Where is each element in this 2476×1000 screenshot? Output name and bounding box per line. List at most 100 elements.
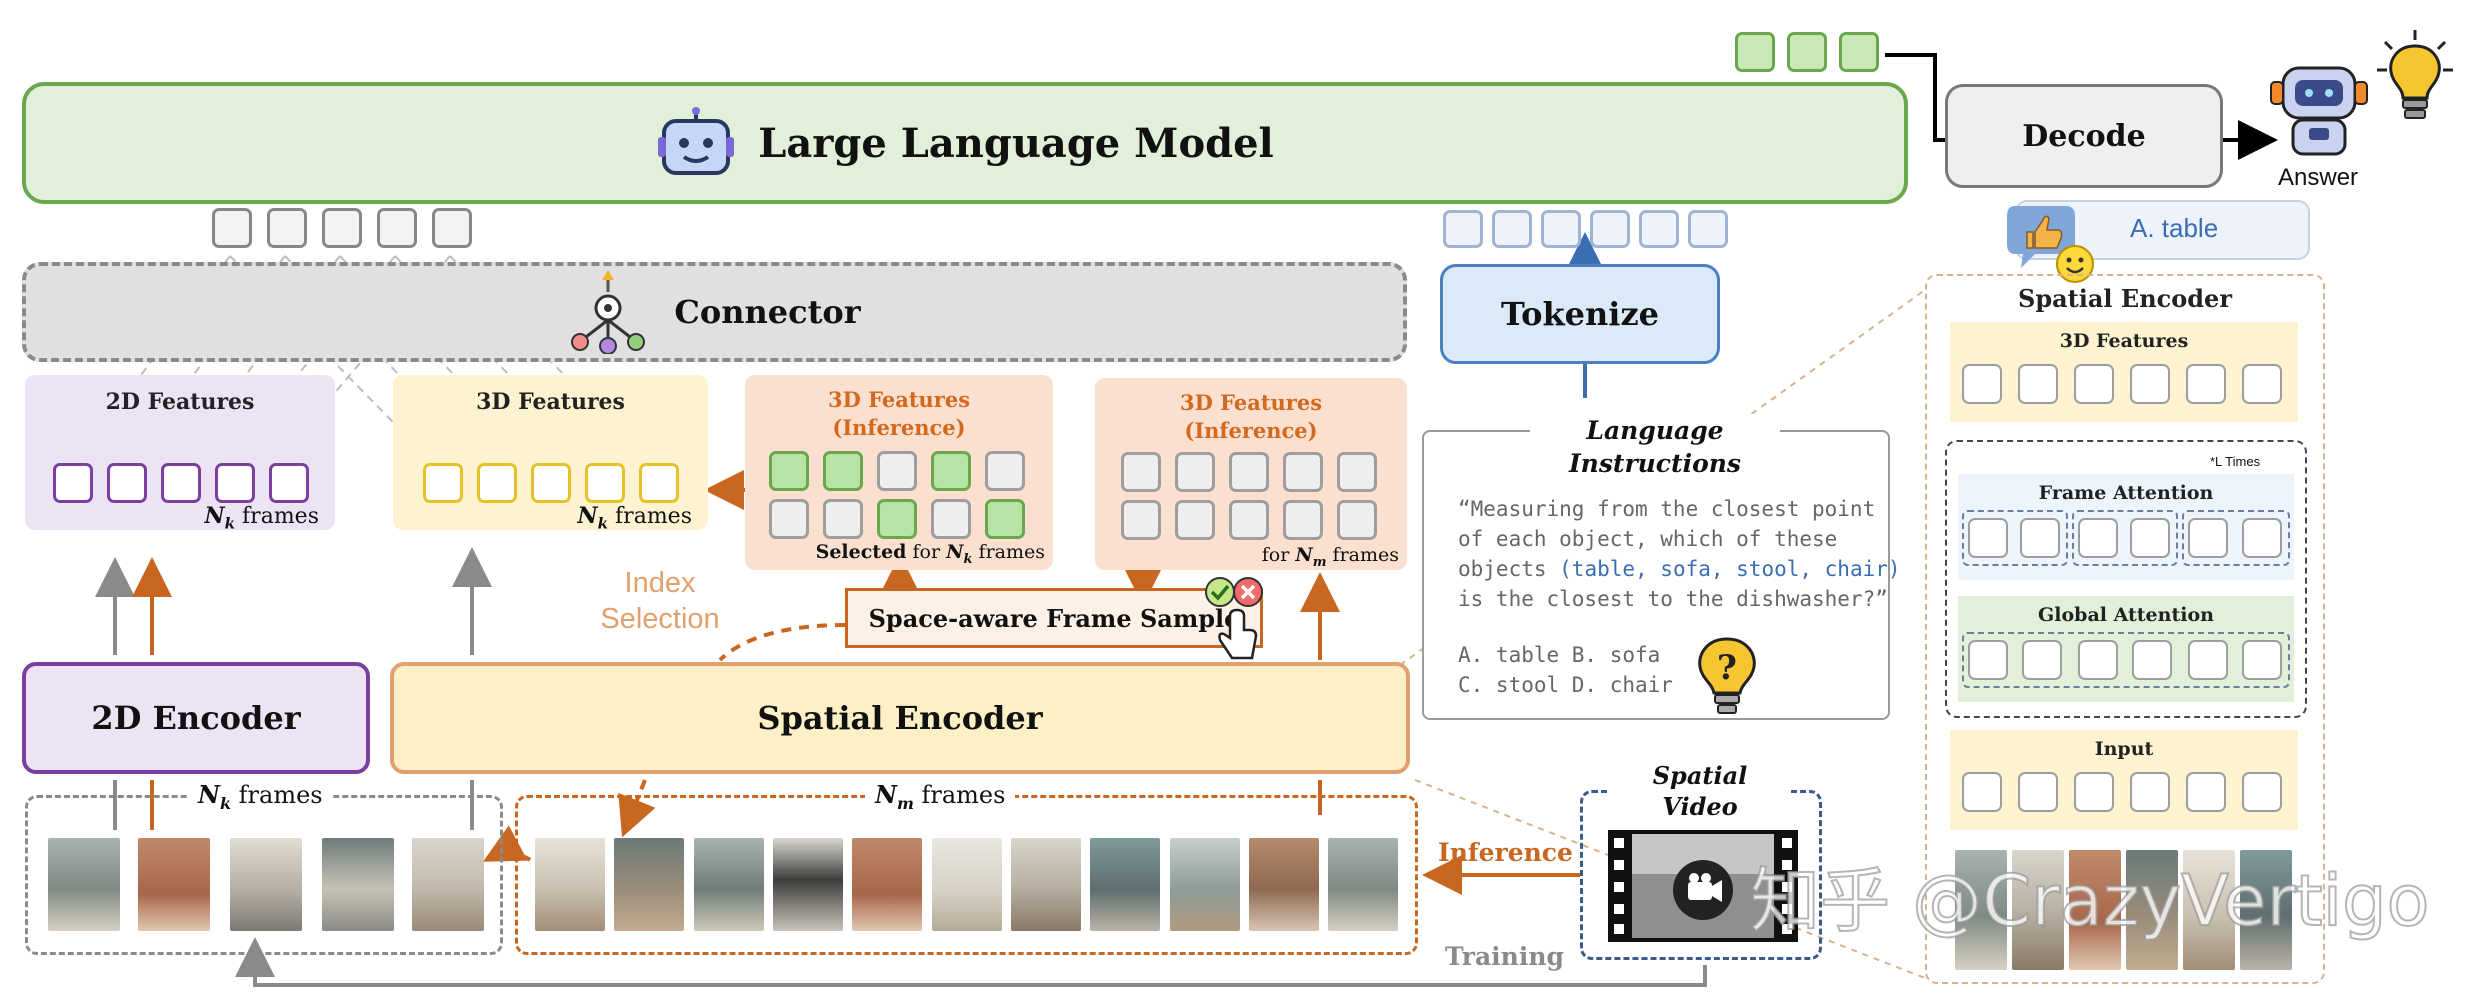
answer-robot-icon (2270, 66, 2368, 156)
inference-label: Inference (1438, 838, 1573, 867)
candidate-token (1121, 452, 1161, 492)
unselected-token (985, 451, 1025, 491)
check-icon (1205, 577, 1235, 607)
selected-token (877, 499, 917, 539)
robot-icon (658, 107, 735, 175)
feature-token (107, 463, 147, 503)
candidate-token (1175, 452, 1215, 492)
feature-token (215, 463, 255, 503)
unselected-token (877, 451, 917, 491)
video-frame (322, 838, 394, 931)
output-token (1839, 32, 1879, 72)
video-frame (138, 838, 210, 931)
video-frame (1328, 838, 1398, 931)
detail-global-attention: Global Attention (1958, 596, 2294, 702)
candidate-token (1283, 452, 1323, 492)
inference-a-title1: 3D Features (827, 387, 971, 412)
video-frame (852, 838, 922, 931)
detail-token (2242, 518, 2282, 558)
index-selection-label: Index Selection (600, 567, 720, 635)
feature-token (585, 463, 625, 503)
detail-token (2078, 640, 2118, 680)
video-frame (694, 838, 764, 931)
detail-token (2186, 772, 2226, 812)
feature-token (161, 463, 201, 503)
text-token (1590, 210, 1630, 248)
unselected-token (769, 499, 809, 539)
encoder-2d-block: 2D Encoder (22, 662, 370, 774)
text-token (1639, 210, 1679, 248)
frames-nk-label: Nk frames (188, 780, 333, 813)
inference-b-footer: for Nm frames (1261, 544, 1399, 570)
detail-token (2242, 772, 2282, 812)
video-frame (1090, 838, 1160, 931)
video-frame (2069, 850, 2121, 970)
connector-block: Connector (22, 262, 1407, 362)
video-frame (932, 838, 1002, 931)
frames-nm-label: Nm frames (865, 780, 1016, 813)
llm-input-token (432, 208, 472, 248)
detail-token (2188, 518, 2228, 558)
detail-token (2020, 518, 2060, 558)
features-3d-inference-all-panel: 3D Features (Inference) for Nm frames (1095, 378, 1407, 570)
detail-global-attention-label: Global Attention (2038, 604, 2214, 626)
decode-block: Decode (1945, 84, 2223, 188)
inference-b-title2: (Inference) (1184, 418, 1318, 443)
detail-token (2242, 640, 2282, 680)
video-frame (48, 838, 120, 931)
watermark: 知乎 @CrazyVertigo (1749, 859, 2430, 943)
thumbs-up-icon (2007, 206, 2094, 283)
features-2d-panel: 2D Features Nk frames (25, 375, 335, 533)
selected-token (769, 451, 809, 491)
features-3d-title: 3D Features (476, 389, 625, 415)
video-frame (2240, 850, 2292, 970)
video-camera-icon (1608, 830, 1798, 942)
video-frame (2126, 850, 2178, 970)
instruction-question: “Measuring from the closest point of eac… (1458, 497, 1901, 611)
detail-token (2242, 364, 2282, 404)
detail-token (2078, 518, 2118, 558)
output-token (1735, 32, 1775, 72)
detail-token (1962, 772, 2002, 812)
llm-input-token (377, 208, 417, 248)
candidate-token (1229, 452, 1269, 492)
candidate-token (1229, 500, 1269, 540)
text-token (1541, 210, 1581, 248)
svg-text:?: ? (1717, 648, 1737, 688)
candidate-token (1121, 500, 1161, 540)
candidate-token (1337, 452, 1377, 492)
llm-input-token (212, 208, 252, 248)
detail-token (2018, 364, 2058, 404)
video-frame (230, 838, 302, 931)
detail-token (2074, 772, 2114, 812)
features-2d-title: 2D Features (105, 389, 255, 415)
candidate-token (1175, 500, 1215, 540)
llm-block: Large Language Model (22, 82, 1908, 204)
detail-input: Input (1950, 730, 2298, 830)
features-3d-frames: Nk frames (577, 503, 692, 533)
video-frame (1011, 838, 1081, 931)
video-frame (1170, 838, 1240, 931)
features-3d-inference-selected-panel: 3D Features (Inference) Selected for Nk … (745, 375, 1053, 570)
inference-a-title2: (Inference) (832, 415, 966, 440)
feature-token (477, 463, 517, 503)
detail-token (1968, 640, 2008, 680)
feature-token (53, 463, 93, 503)
video-frame (1249, 838, 1319, 931)
hand-cursor-icon (1218, 608, 1258, 660)
connector-label: Connector (674, 293, 861, 331)
selected-token (931, 451, 971, 491)
detail-token (2130, 364, 2170, 404)
question-bulb-icon: ? (1698, 637, 1756, 714)
answer-bubble-text: A. table (2130, 213, 2219, 243)
feature-token (423, 463, 463, 503)
llm-input-token (322, 208, 362, 248)
text-token (1688, 210, 1728, 248)
video-frame (2012, 850, 2064, 970)
features-2d-frames: Nk frames (204, 503, 319, 533)
output-token (1787, 32, 1827, 72)
candidate-token (1337, 500, 1377, 540)
inference-a-footer: Selected for Nk frames (815, 541, 1045, 567)
tokenize-block: Tokenize (1440, 264, 1720, 364)
video-frame (1955, 850, 2007, 970)
